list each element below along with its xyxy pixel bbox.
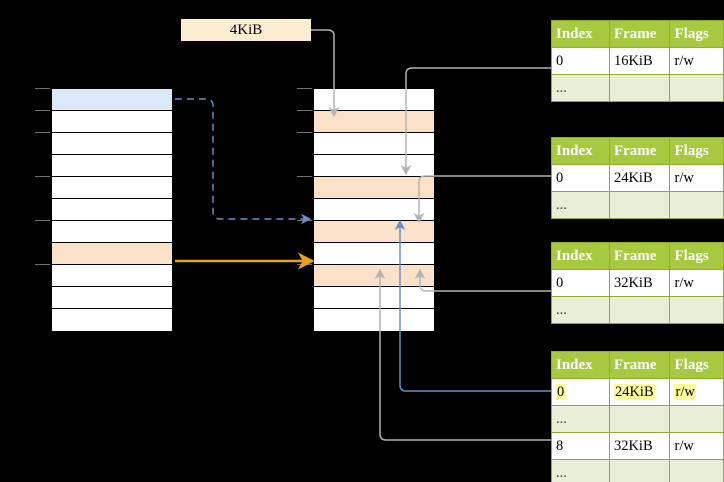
virtual-address-space-tick-4: [35, 176, 50, 177]
physical-memory-column: [313, 88, 435, 331]
virtual-address-space-row-2: [52, 133, 172, 155]
page-table-3-header-frame: Frame: [608, 242, 671, 270]
page-table-3-cell-index: ...: [551, 296, 610, 324]
physical-memory-row-9: [314, 287, 434, 309]
page-table-1-cell-frame: [608, 74, 671, 102]
physical-memory-row-8: [314, 265, 434, 287]
page-table-4-cell-flags: r/w: [669, 432, 724, 460]
page-table-4-cell-flags: [669, 405, 724, 433]
page-table-3-cell-flags: r/w: [669, 269, 724, 297]
page-table-4-header-index: Index: [551, 351, 610, 379]
page-table-3-cell-flags: [669, 296, 724, 324]
physical-memory-tick-4: [297, 176, 312, 177]
virtual-address-space-tick-6: [35, 220, 50, 221]
page-table-3-cell-frame: [608, 296, 671, 324]
physical-memory-row-3: [314, 155, 434, 177]
page-table-4-cell-flags: r/w: [669, 378, 724, 406]
page-table-1-header-index: Index: [551, 20, 610, 48]
page-table-4-cell-index: 0: [551, 378, 610, 406]
physical-memory-row-0: [314, 89, 434, 111]
wire-pt2-to-frame: [413, 175, 552, 224]
page-table-2-cell-index: ...: [551, 191, 610, 219]
page-table-4-cell-index: ...: [551, 459, 610, 482]
page-table-4-highlight-index: 0: [556, 383, 566, 400]
page-table-4-cell-frame: 24KiB: [608, 378, 671, 406]
virtual-address-space-row-4: [52, 177, 172, 199]
page-table-3-header-index: Index: [551, 242, 610, 270]
page-table-1-header-frame: Frame: [608, 20, 671, 48]
virtual-address-space-row-1: [52, 111, 172, 133]
page-table-2-cell-flags: [669, 191, 724, 219]
page-table-1-cell-index: ...: [551, 74, 610, 102]
physical-memory-tick-0: [297, 88, 312, 89]
page-table-2-cell-flags: r/w: [669, 164, 724, 192]
page-table-2-header-flags: Flags: [669, 137, 724, 165]
physical-memory-row-4: [314, 177, 434, 199]
page-table-4-row[interactable]: ...: [551, 459, 724, 482]
physical-memory-row-1: [314, 111, 434, 133]
page-table-3-row[interactable]: ...: [551, 296, 724, 324]
page-size-label: 4KiB: [181, 19, 311, 41]
page-table-2-cell-frame: [608, 191, 671, 219]
page-table-4-row[interactable]: ...: [551, 405, 724, 433]
page-table-1-cell-index: 0: [551, 47, 610, 75]
page-table-2-cell-frame: 24KiB: [608, 164, 671, 192]
page-table-4-header-frame: Frame: [608, 351, 671, 379]
wire-pt3-to-frame: [414, 268, 552, 292]
virtual-address-space-row-3: [52, 155, 172, 177]
virtual-address-space-tick-0: [35, 88, 50, 89]
physical-memory-row-2: [314, 133, 434, 155]
page-table-4-cell-frame: 32KiB: [608, 432, 671, 460]
page-table-2-cell-index: 0: [551, 164, 610, 192]
page-table-4-row[interactable]: 0 24KiB r/w: [551, 378, 724, 406]
virtual-address-space-tick-1: [35, 110, 50, 111]
virtual-address-space-column: [51, 88, 173, 331]
page-table-3-cell-frame: 32KiB: [608, 269, 671, 297]
physical-memory-row-10: [314, 309, 434, 331]
page-table-4-cell-frame: [608, 459, 671, 482]
wire-vpage-blue-dashed: [175, 98, 312, 225]
virtual-address-space-row-8: [52, 265, 172, 287]
page-table-1-cell-frame: 16KiB: [608, 47, 671, 75]
virtual-address-space-tick-2: [35, 132, 50, 133]
virtual-address-space-row-5: [52, 199, 172, 221]
page-table-2-header-frame: Frame: [608, 137, 671, 165]
page-table-4-cell-index: ...: [551, 405, 610, 433]
virtual-address-space-row-6: [52, 221, 172, 243]
page-table-4-cell-frame: [608, 405, 671, 433]
page-table-2-header-index: Index: [551, 137, 610, 165]
physical-memory-tick-1: [297, 110, 312, 111]
physical-memory-tick-8: [297, 264, 312, 265]
page-table-1-cell-flags: [669, 74, 724, 102]
page-table-2-row[interactable]: ...: [551, 191, 724, 219]
page-table-3-cell-index: 0: [551, 269, 610, 297]
physical-memory-row-7: [314, 243, 434, 265]
page-table-1-cell-flags: r/w: [669, 47, 724, 75]
physical-memory-tick-2: [297, 132, 312, 133]
virtual-address-space-row-7: [52, 243, 172, 265]
physical-memory-row-6: [314, 221, 434, 243]
page-table-4-header-flags: Flags: [669, 351, 724, 379]
page-table-1-row[interactable]: ...: [551, 74, 724, 102]
page-table-1-header-flags: Flags: [669, 20, 724, 48]
page-table-3-header-flags: Flags: [669, 242, 724, 270]
virtual-address-space-row-10: [52, 309, 172, 331]
page-table-4-highlight-frame: 24KiB: [613, 383, 655, 400]
physical-memory-tick-6: [297, 220, 312, 221]
page-table-4-cell-flags: [669, 459, 724, 482]
page-table-4-highlight-flags: r/w: [674, 383, 696, 400]
physical-memory-row-5: [314, 199, 434, 221]
virtual-address-space-row-0: [52, 89, 172, 111]
virtual-address-space-tick-8: [35, 264, 50, 265]
virtual-address-space-row-9: [52, 287, 172, 309]
page-table-4-cell-index: 8: [551, 432, 610, 460]
